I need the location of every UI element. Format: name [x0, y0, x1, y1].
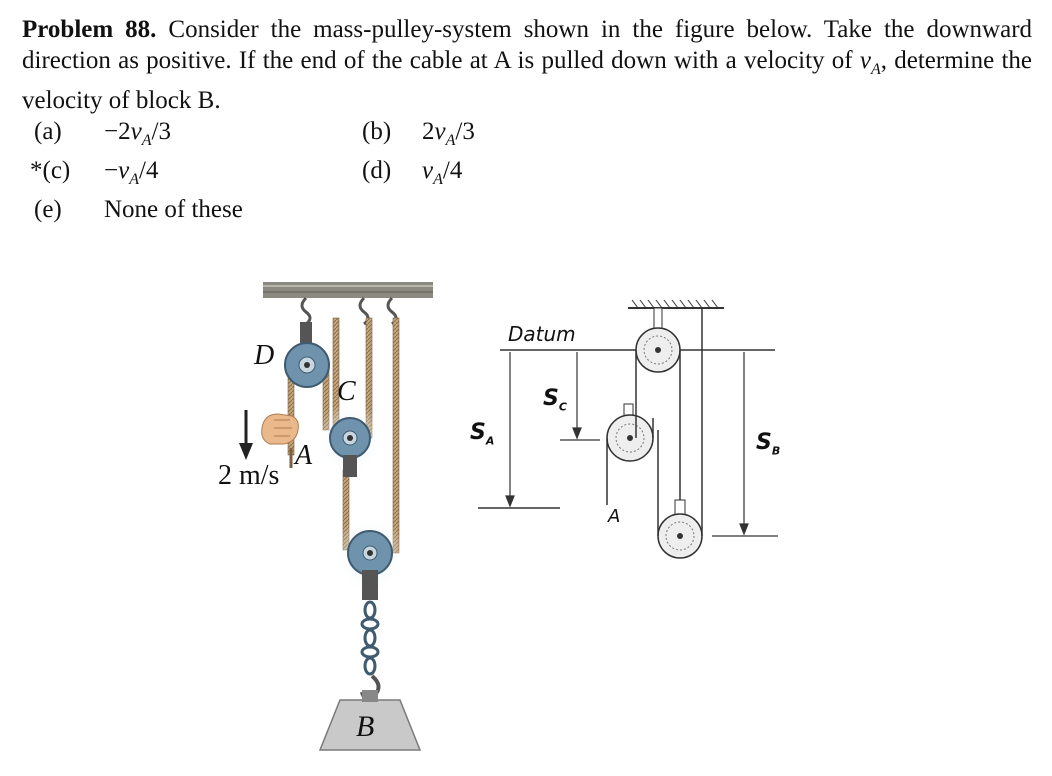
label-d: D — [254, 340, 275, 371]
option-b-label: (b) — [362, 118, 392, 145]
problem-statement: Problem 88. Consider the mass-pulley-sys… — [22, 14, 1032, 116]
option-d-value: vA/4 — [422, 157, 463, 188]
problem-text-before: Consider the mass-pulley-system shown in… — [22, 16, 1033, 74]
ceiling — [263, 282, 433, 298]
right-pulley-middle — [606, 403, 654, 462]
velocity-sub: A — [870, 61, 881, 78]
option-d-label: (d) — [362, 157, 392, 184]
down-arrow-icon — [239, 410, 253, 460]
velocity-var: v — [859, 47, 871, 74]
problem-text-after: , determine the velocity of block B. — [22, 47, 1033, 114]
s-a-label: SA — [470, 420, 495, 448]
pulley-lower — [334, 515, 406, 600]
option-a-label: (a) — [34, 118, 62, 145]
speed-label: 2 m/s — [218, 460, 280, 491]
problem-label: Problem 88. — [22, 16, 157, 43]
hand-icon — [261, 413, 299, 445]
pulley-c — [316, 402, 384, 478]
s-b-label: SB — [756, 430, 781, 458]
option-c-value: −vA/4 — [104, 157, 159, 188]
pulley-d — [284, 322, 330, 388]
option-b-value: 2vA/3 — [422, 118, 475, 149]
label-a-left: A — [295, 440, 313, 471]
option-c-label: *(c) — [30, 157, 71, 184]
ropes — [287, 317, 400, 554]
option-a-value: −2vA/3 — [104, 118, 171, 149]
s-c-label: SC — [543, 386, 567, 414]
block-b — [318, 690, 422, 751]
label-b: B — [356, 710, 375, 743]
datum-label: Datum — [508, 322, 576, 346]
right-pulley-top — [635, 307, 681, 373]
option-e-value: None of these — [104, 196, 243, 223]
option-e-label: (e) — [34, 196, 62, 223]
right-ceiling — [628, 299, 724, 309]
dimension-lines — [478, 352, 778, 537]
right-cables — [606, 308, 703, 536]
right-pulley-bottom — [657, 499, 703, 559]
label-c: C — [337, 376, 356, 407]
label-a-right: A — [608, 506, 621, 527]
chain — [360, 600, 380, 676]
